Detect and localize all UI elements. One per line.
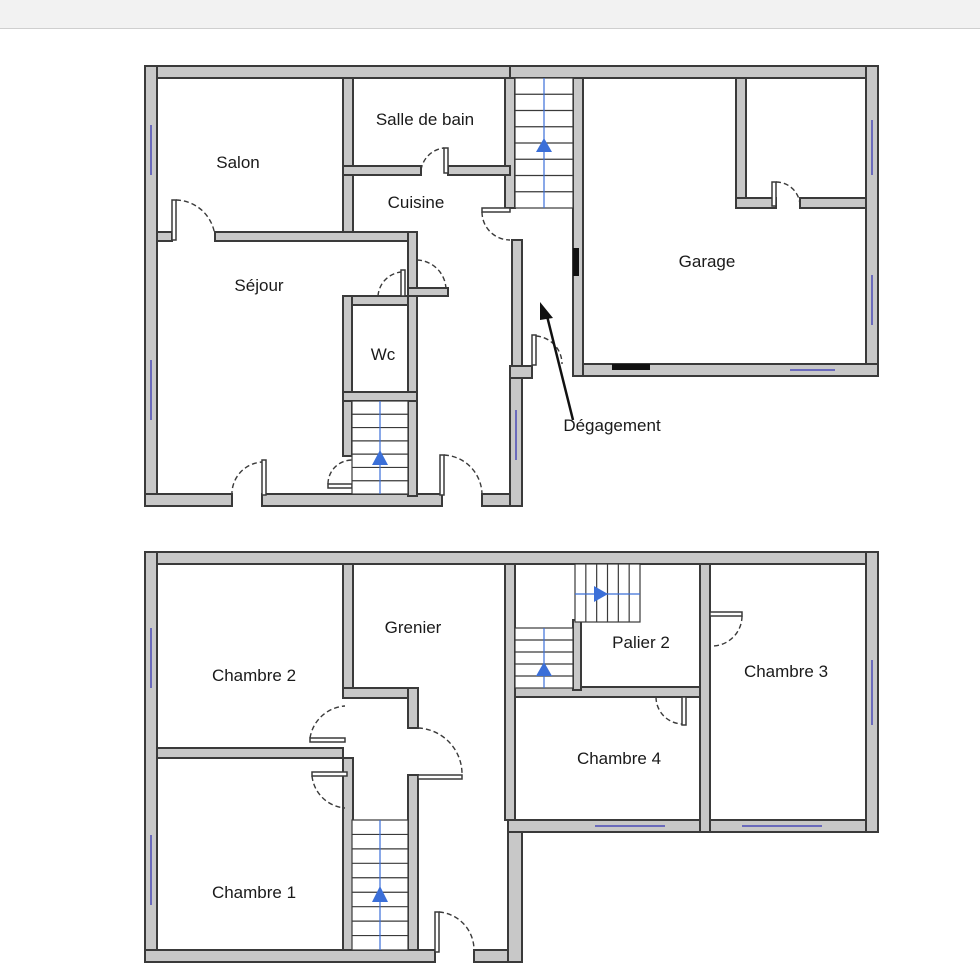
door-chambre-2[interactable] [309,705,346,743]
room-label-sejour: Séjour [234,276,283,295]
stairs-palier-horizontal [574,563,641,623]
door-grenier[interactable] [417,727,463,780]
wall-north-right [509,65,879,79]
door-chambre-4[interactable] [655,696,687,726]
door-kitchen-south[interactable] [439,454,483,497]
wall-bath-south-b [447,165,511,176]
stairs-upper-hall [351,819,409,951]
room-label-cuisine: Cuisine [388,193,445,212]
wall-closet-south-b [799,197,867,209]
arrow-head-icon [540,302,553,320]
stair-up-arrow-icon [372,886,388,902]
stair-right-arrow-icon [594,586,608,602]
door-chambre-1[interactable] [311,771,348,809]
stair-up-arrow-icon [536,138,552,152]
wall-stub [509,365,533,379]
wall-hall-east-top [407,687,419,729]
wall-south-a [144,949,436,963]
upper-floor: Grenier Chambre 2 Chambre 1 Palier 2 Cha… [144,551,879,963]
wall-north [144,551,879,565]
room-label-garage: Garage [679,252,736,271]
door-sejour-south[interactable] [231,459,267,497]
wall-south-1 [144,493,233,507]
door-grenier-south[interactable] [434,911,475,953]
door-bath[interactable] [420,147,449,174]
wall-grenier-west [342,563,354,690]
wall-north-left [144,65,523,79]
wall-hall-west-low [511,239,523,367]
viewer-toolbar [0,0,980,29]
wall-east-garage [865,65,879,377]
wall-salon-east [342,77,354,241]
door-closet[interactable] [771,181,801,207]
wall-hall-north [342,687,416,699]
stairs-hall [514,77,574,209]
room-label-degagement: Dégagement [563,416,661,435]
wall-ch3-west [699,563,711,833]
wall-east-low [507,819,523,963]
door-kitchen[interactable] [481,207,511,241]
wall-kitchen-west [407,231,418,295]
wall-ch2-south [156,747,344,759]
door-wc[interactable] [377,259,447,297]
garage-door-mark-1 [573,248,579,276]
stairs-palier-vertical [514,627,574,689]
stairs-sejour [351,400,409,495]
wall-kitchen-door-jamb [407,287,449,297]
stair-up-arrow-icon [536,662,552,676]
wall-wc-south [342,391,418,402]
wall-garage-west [572,77,584,377]
wall-south-right [507,819,879,833]
wall-salon-south-a [156,231,173,242]
wall-salon-south-b [214,231,416,242]
wall-hall-east-low [407,774,419,951]
room-label-chambre-4: Chambre 4 [577,749,661,768]
room-label-wc: Wc [371,345,396,364]
room-label-salon: Salon [216,153,259,172]
room-label-chambre-1: Chambre 1 [212,883,296,902]
wall-closet-west [735,77,747,209]
wall-hall-west [504,77,516,209]
room-label-salle-de-bain: Salle de bain [376,110,474,129]
room-label-palier-2: Palier 2 [612,633,670,652]
wall-bath-south-a [342,165,422,176]
room-label-grenier: Grenier [385,618,442,637]
wall-closet-south-a [735,197,777,209]
door-chambre-3[interactable] [709,611,743,647]
wall-grenier-east [504,563,516,821]
door-stairs[interactable] [327,459,353,489]
wall-wc-west [342,295,353,457]
room-label-chambre-2: Chambre 2 [212,666,296,685]
stair-up-arrow-icon [372,450,388,465]
degagement-pointer-arrow [540,302,575,421]
garage-door-mark-2 [612,364,650,370]
ground-floor: Salon Salle de bain Cuisine Garage Séjou… [144,65,879,507]
door-salon[interactable] [171,199,216,241]
room-label-chambre-3: Chambre 3 [744,662,828,681]
wall-stair2-east [572,619,582,691]
wall-wc-north [342,295,418,306]
